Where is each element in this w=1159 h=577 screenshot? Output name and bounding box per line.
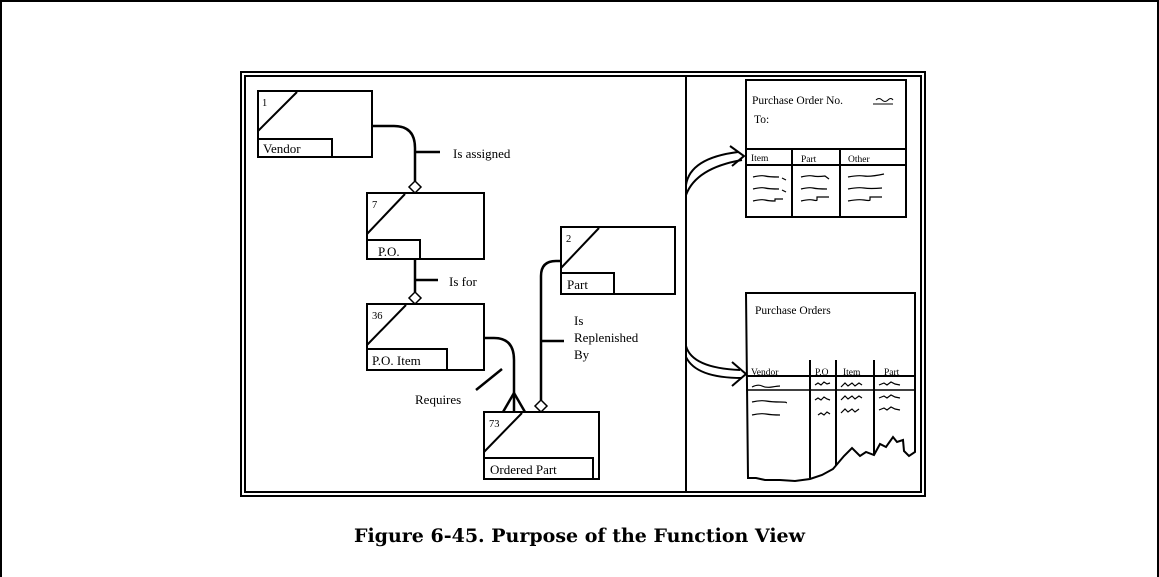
entity-name: P.O. Item — [372, 353, 421, 368]
entity-name: Vendor — [263, 141, 301, 156]
entity-number: 2 — [566, 234, 571, 245]
figure-caption: Figure 6-45. Purpose of the Function Vie… — [353, 525, 806, 547]
entity-po — [366, 192, 485, 260]
relationship-is-for — [407, 259, 438, 306]
form-column-header: Other — [848, 155, 870, 165]
form-column-header: Item — [751, 154, 769, 164]
report-column-header: Item — [843, 368, 861, 378]
purchase-order-form — [745, 79, 907, 218]
arrow-to-purchase-order-form — [685, 145, 746, 196]
entity-vendor — [257, 90, 373, 158]
entity-number: 7 — [372, 200, 377, 211]
entity-number: 73 — [489, 419, 500, 430]
relationship-is-assigned — [372, 124, 440, 195]
purchase-orders-report — [744, 292, 916, 483]
report-column-header: Part — [884, 368, 900, 378]
relationship-label: Is for — [449, 274, 477, 289]
form-title: Purchase Order No. — [752, 95, 843, 107]
report-title: Purchase Orders — [755, 305, 831, 317]
relationship-requires — [475, 336, 527, 413]
relationship-label: Requires — [415, 392, 461, 407]
entity-number: 1 — [262, 98, 267, 109]
arrow-to-purchase-orders-report — [685, 345, 748, 387]
relationship-label: By — [574, 347, 590, 362]
entity-number: 36 — [372, 311, 383, 322]
relationship-label: Is — [574, 313, 583, 328]
relationship-label: Replenished — [574, 330, 639, 345]
entity-name: P.O. — [378, 244, 400, 259]
form-to-label: To: — [754, 114, 769, 126]
form-column-header: Part — [801, 155, 817, 165]
report-column-header: Vendor — [751, 368, 779, 378]
figure-border — [240, 71, 926, 497]
entity-name: Ordered Part — [490, 462, 557, 477]
relationship-is-replenished-by — [533, 259, 564, 414]
report-column-header: P.O — [815, 368, 829, 378]
relationship-label: Is assigned — [453, 146, 511, 161]
entity-name: Part — [567, 277, 588, 292]
